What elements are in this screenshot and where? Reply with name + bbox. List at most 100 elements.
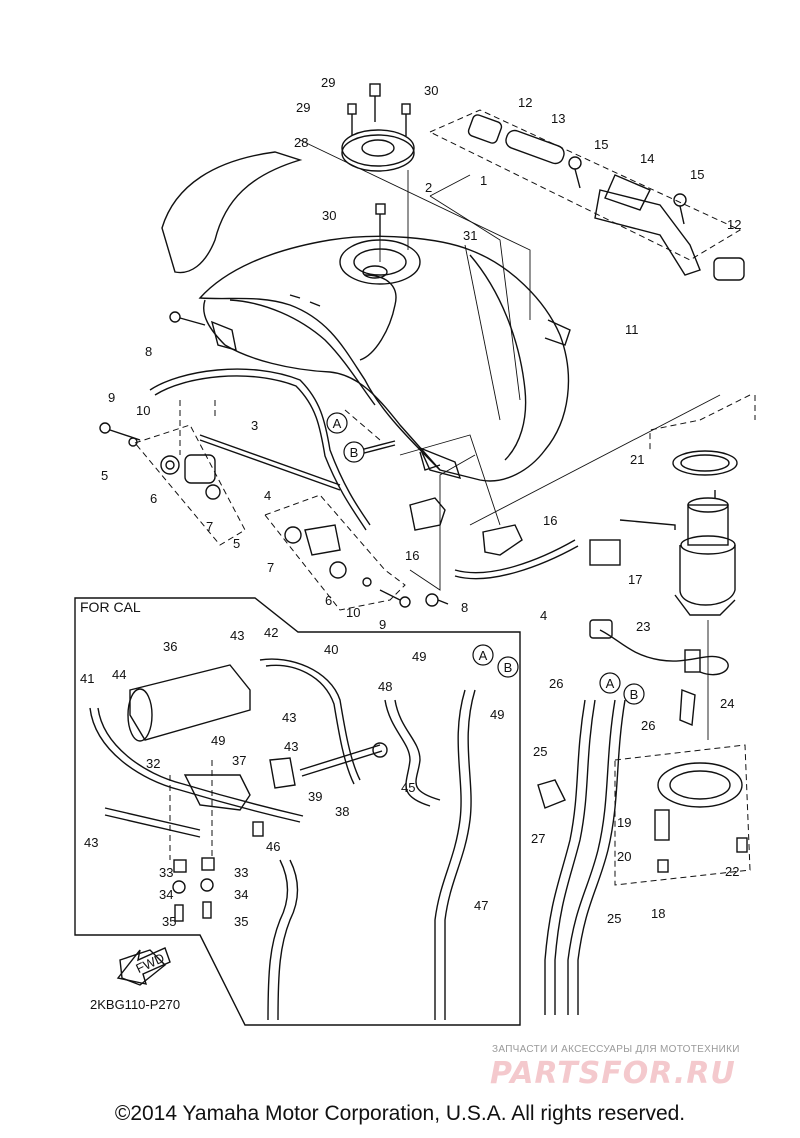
callout-33: 33	[159, 865, 173, 880]
rubber-pads	[399, 394, 721, 591]
watermark-tagline: ЗАПЧАСТИ И АКСЕССУАРЫ ДЛЯ МОТОТЕХНИКИ	[492, 1044, 740, 1055]
callout-1: 1	[480, 173, 487, 188]
callout-26: 26	[549, 676, 563, 691]
callout-49: 49	[490, 707, 504, 722]
ref-marker-B: B	[497, 656, 519, 678]
callout-40: 40	[324, 642, 338, 657]
callout-12: 12	[727, 217, 741, 232]
callout-5: 5	[101, 468, 108, 483]
leader-2a	[429, 174, 471, 197]
callout-34: 34	[234, 887, 248, 902]
callout-42: 42	[264, 625, 278, 640]
callout-43: 43	[284, 739, 298, 754]
callout-39: 39	[308, 789, 322, 804]
callout-9: 9	[379, 617, 386, 632]
callout-34: 34	[159, 887, 173, 902]
callout-18: 18	[651, 906, 665, 921]
fwd-arrow: FWD	[116, 947, 171, 985]
callout-32: 32	[146, 756, 160, 771]
callout-9: 9	[108, 390, 115, 405]
callout-16: 16	[543, 513, 557, 528]
callout-4: 4	[264, 488, 271, 503]
callout-7: 7	[267, 560, 274, 575]
callout-27: 27	[531, 831, 545, 846]
callout-43: 43	[84, 835, 98, 850]
callout-20: 20	[617, 849, 631, 864]
fuel-hoses	[537, 699, 626, 1015]
callout-13: 13	[551, 111, 565, 126]
leader-2b	[429, 195, 521, 401]
canister-assembly	[89, 658, 476, 1021]
callout-48: 48	[378, 679, 392, 694]
copyright-notice: ©2014 Yamaha Motor Corporation, U.S.A. A…	[114, 1102, 686, 1125]
fuel-tank	[161, 151, 571, 482]
callout-numbers: 1234455667788991010111212131415151616171…	[80, 75, 741, 929]
callout-35: 35	[162, 914, 176, 929]
callout-33: 33	[234, 865, 248, 880]
for-cal-box	[74, 597, 521, 1026]
svg-text:A: A	[606, 676, 615, 691]
callout-30: 30	[322, 208, 336, 223]
ref-marker-A: A	[599, 672, 621, 694]
callout-22: 22	[725, 864, 739, 879]
callout-8: 8	[145, 344, 152, 359]
callout-5: 5	[233, 536, 240, 551]
callout-16: 16	[405, 548, 419, 563]
callout-25: 25	[607, 911, 621, 926]
callout-31: 31	[463, 228, 477, 243]
diagram-code: 2KBG110-P270	[90, 997, 181, 1012]
ref-marker-B: B	[343, 441, 365, 463]
for-cal-label: FOR CAL	[80, 599, 141, 615]
callout-37: 37	[232, 753, 246, 768]
filler-cap-assembly	[341, 83, 415, 262]
callout-8: 8	[461, 600, 468, 615]
callout-14: 14	[640, 151, 654, 166]
ref-marker-B: B	[623, 683, 645, 705]
callout-30: 30	[424, 83, 438, 98]
callout-6: 6	[325, 593, 332, 608]
svg-text:B: B	[350, 445, 359, 460]
ref-marker-A: A	[472, 644, 494, 666]
callout-4: 4	[540, 608, 547, 623]
callout-47: 47	[474, 898, 488, 913]
callout-3: 3	[251, 418, 258, 433]
callout-15: 15	[690, 167, 704, 182]
callout-17: 17	[628, 572, 642, 587]
callout-19: 19	[617, 815, 631, 830]
callout-29: 29	[296, 100, 310, 115]
leader-31	[464, 244, 501, 421]
callout-43: 43	[282, 710, 296, 725]
callout-10: 10	[136, 403, 150, 418]
watermark-logo: PARTSFOR.RU	[490, 1056, 736, 1091]
callout-2: 2	[425, 180, 432, 195]
left-side-parts	[99, 311, 449, 611]
callout-43: 43	[230, 628, 244, 643]
fuel-pump-assembly	[589, 394, 756, 886]
callout-46: 46	[266, 839, 280, 854]
callout-12: 12	[518, 95, 532, 110]
svg-text:B: B	[630, 687, 639, 702]
svg-text:B: B	[504, 660, 513, 675]
callout-24: 24	[720, 696, 734, 711]
svg-text:A: A	[479, 648, 488, 663]
callout-21: 21	[630, 452, 644, 467]
callout-49: 49	[211, 733, 225, 748]
callout-6: 6	[150, 491, 157, 506]
svg-text:A: A	[333, 416, 342, 431]
callout-49: 49	[412, 649, 426, 664]
callout-26: 26	[641, 718, 655, 733]
callout-36: 36	[163, 639, 177, 654]
ref-marker-A: A	[326, 412, 348, 434]
callout-38: 38	[335, 804, 349, 819]
callout-7: 7	[206, 519, 213, 534]
callout-25: 25	[533, 744, 547, 759]
callout-23: 23	[636, 619, 650, 634]
callout-35: 35	[234, 914, 248, 929]
leader-1	[299, 139, 531, 320]
callout-41: 41	[80, 671, 94, 686]
callout-45: 45	[401, 780, 415, 795]
callout-28: 28	[294, 135, 308, 150]
callout-44: 44	[112, 667, 126, 682]
